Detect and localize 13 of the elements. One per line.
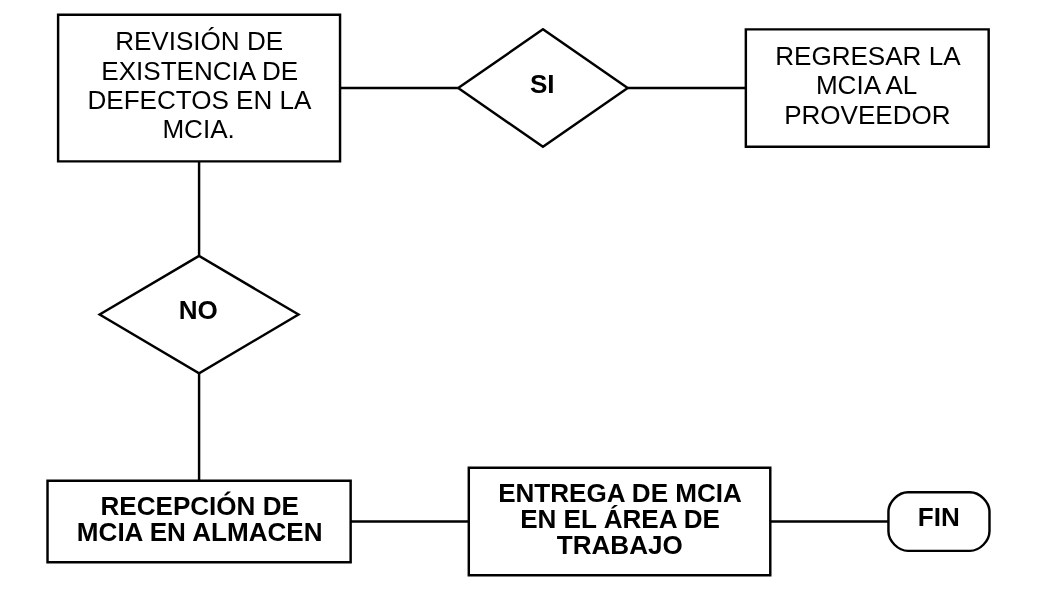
node-diamond: NO bbox=[97, 254, 301, 375]
connector bbox=[197, 373, 201, 481]
connector bbox=[350, 520, 469, 523]
connector bbox=[770, 520, 888, 523]
node-box: FIN bbox=[887, 490, 991, 553]
node-box: RECEPCIÓN DE MCIA EN ALMACEN bbox=[46, 479, 352, 564]
node-box: REGRESAR LA MCIA AL PROVEEDOR bbox=[744, 28, 990, 148]
connector bbox=[197, 161, 201, 256]
node-box: REVISIÓN DE EXISTENCIA DE DEFECTOS EN LA MCIA. bbox=[56, 13, 342, 163]
node-diamond: SI bbox=[456, 27, 630, 149]
connector bbox=[340, 86, 458, 90]
connector bbox=[627, 86, 746, 90]
node-box: ENTREGA DE MCIA EN EL ÁREA DE TRABAJO bbox=[467, 466, 772, 577]
